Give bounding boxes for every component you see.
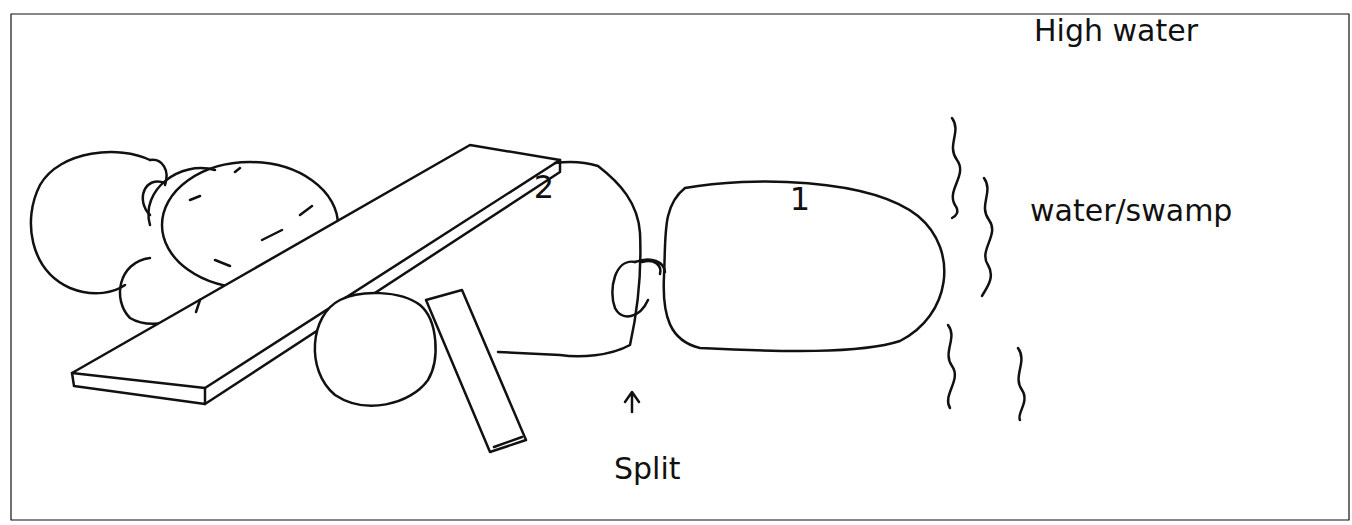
- water-wave: [1018, 348, 1025, 420]
- water-wave: [952, 118, 960, 218]
- split-arrow: [625, 392, 639, 412]
- rock-one: 1: [660, 176, 954, 354]
- water-wave: [982, 178, 992, 296]
- plank-dash: [196, 300, 200, 312]
- area-label: water/swamp: [1030, 194, 1232, 227]
- round-rock: [315, 293, 436, 406]
- callout-number: 2: [534, 170, 554, 205]
- callout-number: 1: [790, 182, 810, 217]
- split-stone: [612, 262, 648, 317]
- boulder: [31, 152, 150, 293]
- plank-front: [72, 373, 205, 404]
- rock-two: 2: [470, 158, 648, 362]
- water-wave: [948, 325, 955, 408]
- frame-border: [11, 14, 1349, 520]
- water-level-label: High water: [1034, 14, 1198, 47]
- split-label: Split: [614, 452, 681, 485]
- boulder-top: [148, 168, 215, 225]
- post-edge: [494, 437, 522, 447]
- post: [426, 290, 526, 452]
- boulder-small: [143, 181, 165, 215]
- rock-outline: [470, 158, 648, 362]
